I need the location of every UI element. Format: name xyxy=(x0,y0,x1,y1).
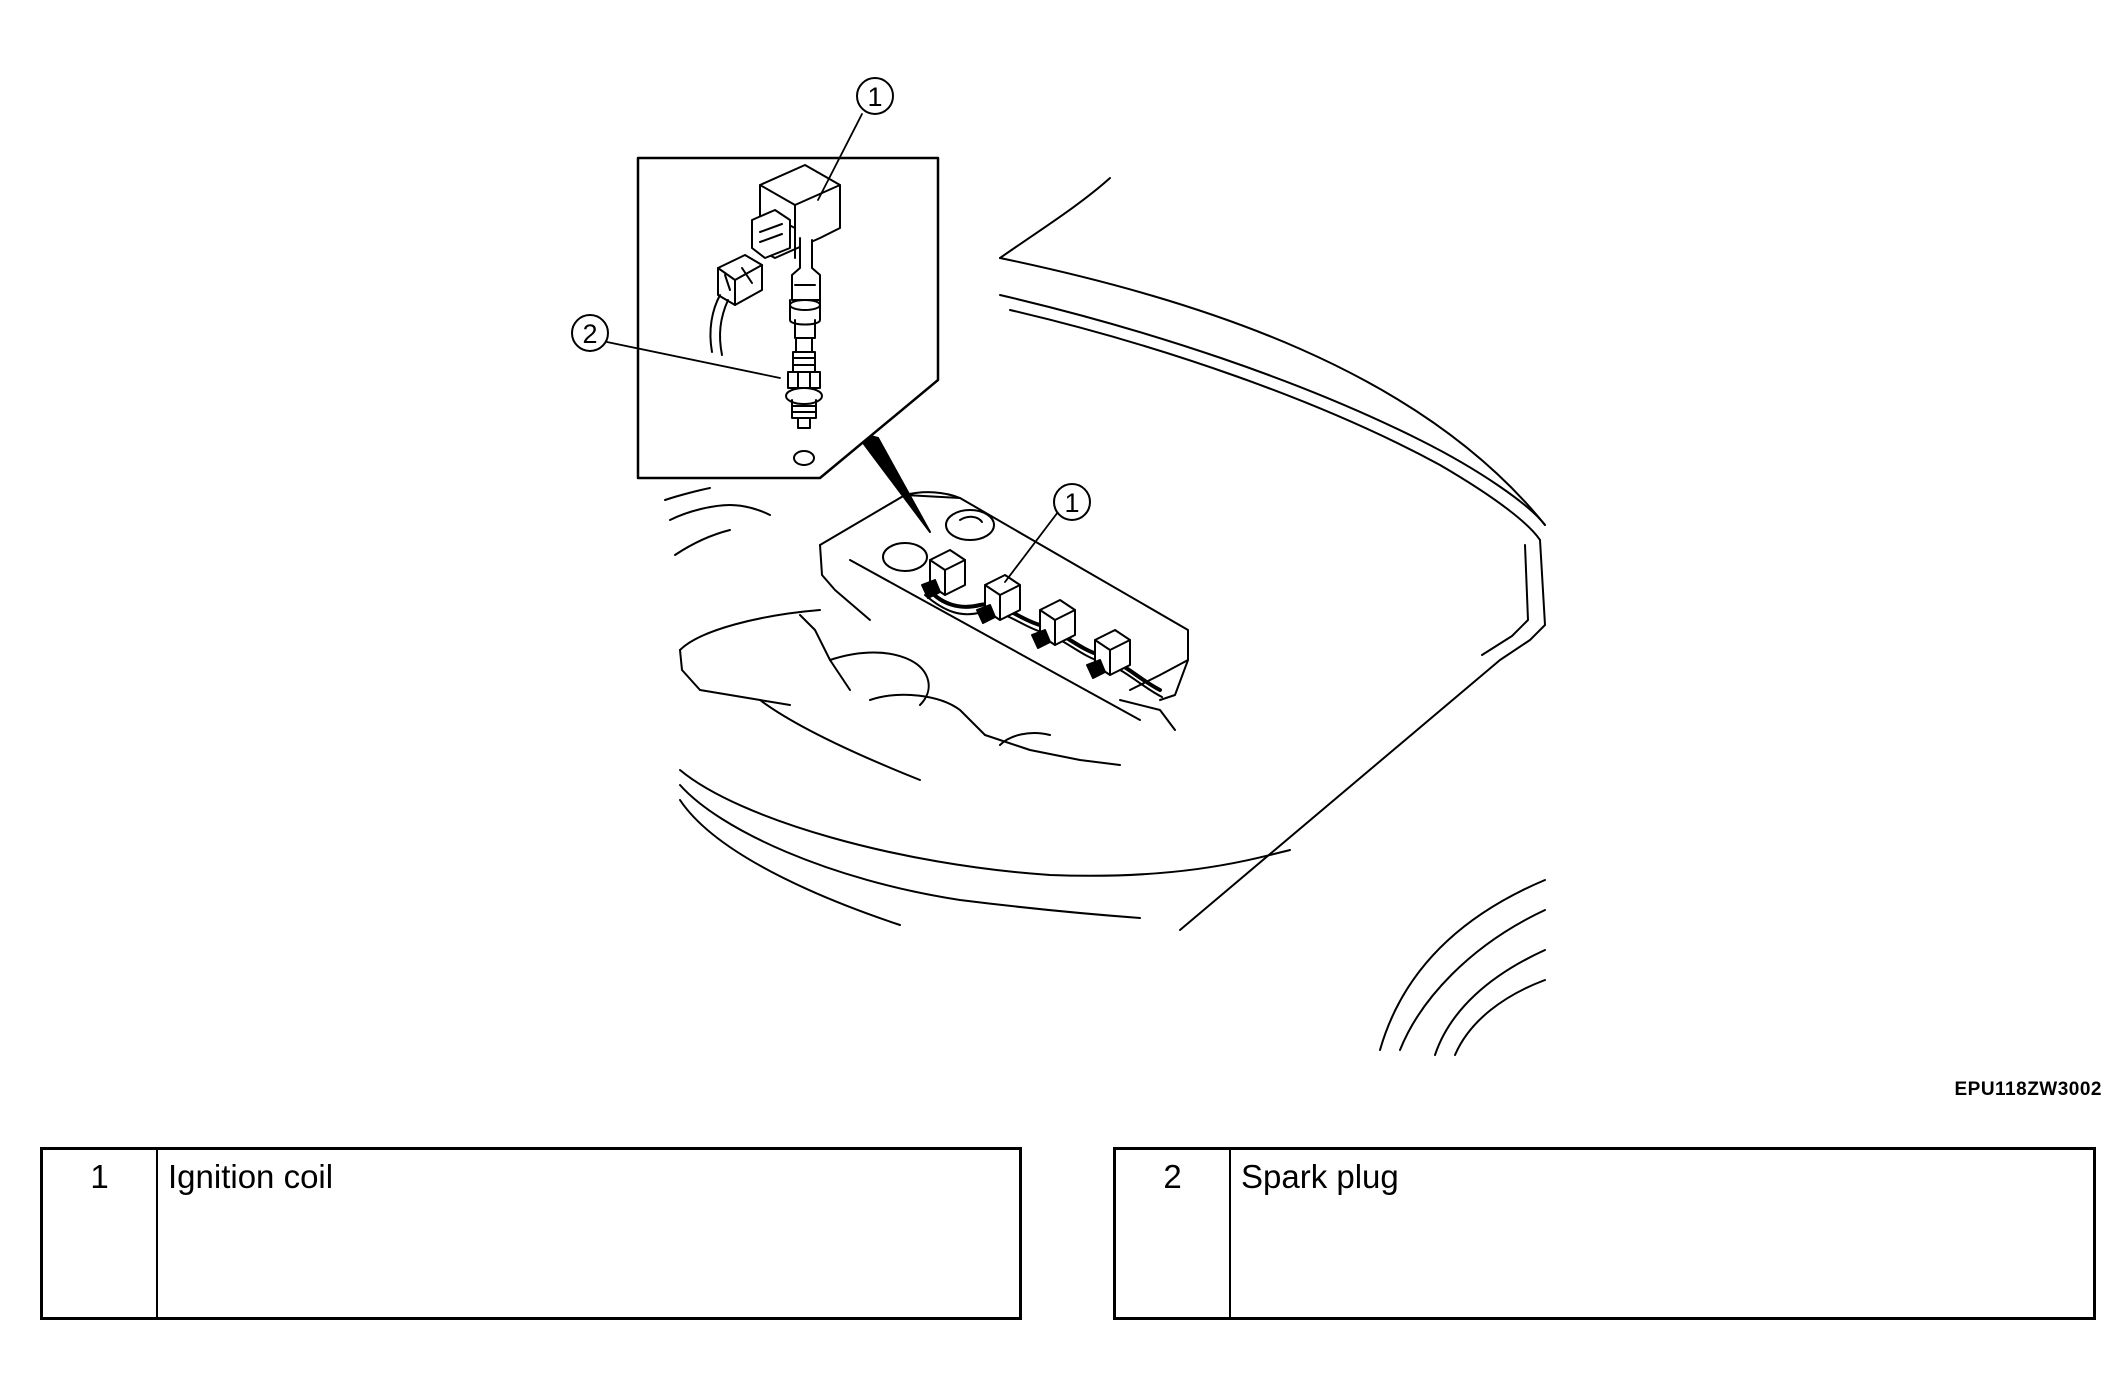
callout-plug-detail: 2 xyxy=(571,314,781,379)
coil-3 xyxy=(1031,599,1076,649)
legend-label: Ignition coil xyxy=(168,1158,334,1195)
legend-row-spark-plug: 2 Spark plug xyxy=(1113,1147,2096,1320)
connector-detail xyxy=(709,254,763,356)
figure-code: EPU118ZW3002 xyxy=(1954,1079,2102,1100)
legend-row-ignition-coil: 1 Ignition coil xyxy=(40,1147,1022,1320)
legend-number: 2 xyxy=(1116,1150,1231,1317)
coil-4 xyxy=(1086,629,1131,679)
callout-number: 2 xyxy=(582,319,597,349)
callout-coil-engine: 1 xyxy=(1004,483,1091,583)
callout-coil-detail: 1 xyxy=(817,77,894,201)
legend-label: Spark plug xyxy=(1241,1158,1399,1195)
legend-number: 1 xyxy=(43,1150,158,1317)
ignition-coils-on-engine xyxy=(921,549,1163,698)
ignition-coil-detail xyxy=(751,164,841,339)
callout-number: 1 xyxy=(867,82,882,112)
detail-inset-box xyxy=(636,156,940,533)
spark-plug-detail xyxy=(785,337,823,466)
coil-2 xyxy=(976,574,1021,624)
vehicle-body-outline xyxy=(664,177,1546,1056)
callout-number: 1 xyxy=(1064,488,1079,518)
coil-1 xyxy=(921,549,966,599)
